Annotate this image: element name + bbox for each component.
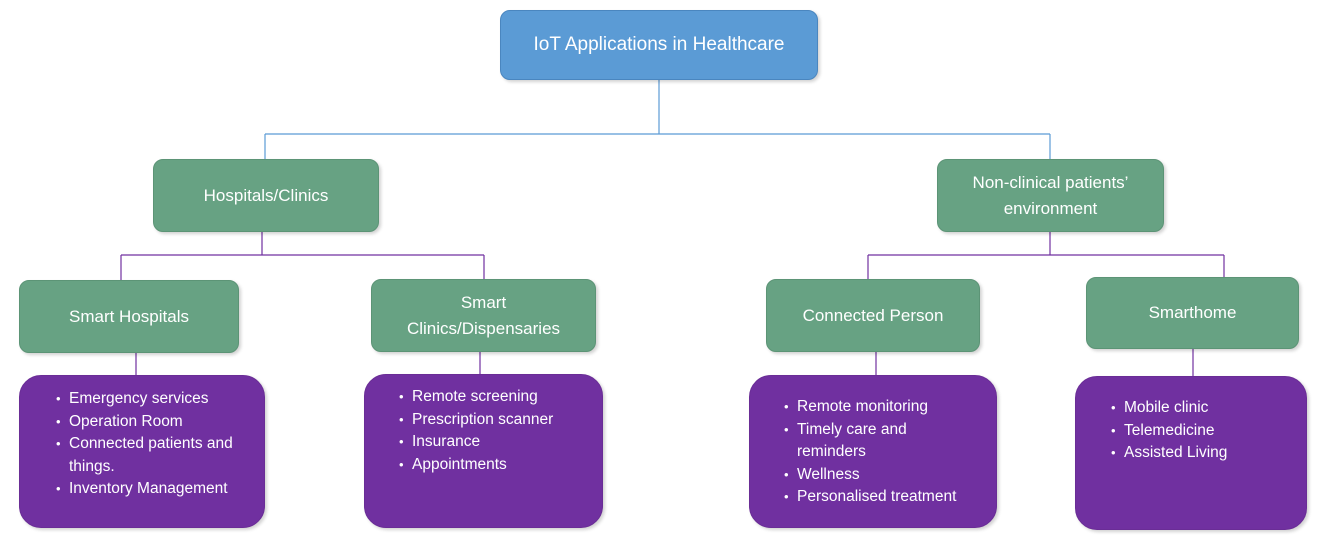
subcategory-node-smart-clinics: Smart Clinics/Dispensaries — [371, 279, 596, 352]
subcategory-label: Smart Hospitals — [69, 306, 189, 326]
list-item: Inventory Management — [56, 478, 254, 501]
root-node: IoT Applications in Healthcare — [500, 10, 818, 80]
category-node-hospitals-clinics: Hospitals/Clinics — [153, 159, 379, 232]
category-label: Hospitals/Clinics — [203, 185, 329, 205]
list-item: Remote screening — [399, 386, 592, 409]
list-item: Remote monitoring — [784, 396, 988, 419]
category-node-nonclinical-environment: Non-clinical patients’ environment — [937, 159, 1164, 232]
list-item: Assisted Living — [1111, 442, 1296, 465]
list-item: Wellness — [784, 464, 988, 487]
list-item: Personalised treatment — [784, 486, 988, 509]
subcategory-label: Smart Clinics/Dispensaries — [406, 292, 561, 338]
category-label: Non-clinical patients’ environment — [972, 172, 1129, 218]
list-item: Emergency services — [56, 388, 254, 411]
list-item: Connected patients and things. — [56, 433, 254, 478]
subcategory-node-smart-hospitals: Smart Hospitals — [19, 280, 239, 353]
list-item: Prescription scanner — [399, 409, 592, 432]
subcategory-node-smarthome: Smarthome — [1086, 277, 1299, 349]
item-list: Remote screening Prescription scanner In… — [399, 386, 592, 476]
leaf-box-smarthome: Mobile clinic Telemedicine Assisted Livi… — [1075, 376, 1307, 530]
leaf-box-connected-person: Remote monitoring Timely care and remind… — [749, 375, 997, 528]
root-label: IoT Applications in Healthcare — [533, 34, 785, 55]
list-item: Operation Room — [56, 411, 254, 434]
item-list: Mobile clinic Telemedicine Assisted Livi… — [1111, 397, 1296, 465]
item-list: Emergency services Operation Room Connec… — [56, 388, 254, 501]
leaf-box-smart-clinics: Remote screening Prescription scanner In… — [364, 374, 603, 528]
subcategory-label: Connected Person — [802, 305, 944, 325]
list-item: Timely care and reminders — [784, 419, 988, 464]
list-item: Telemedicine — [1111, 420, 1296, 443]
subcategory-label: Smarthome — [1148, 303, 1237, 322]
subcategory-node-connected-person: Connected Person — [766, 279, 980, 352]
list-item: Appointments — [399, 454, 592, 477]
list-item: Mobile clinic — [1111, 397, 1296, 420]
item-list: Remote monitoring Timely care and remind… — [784, 396, 988, 509]
list-item: Insurance — [399, 431, 592, 454]
leaf-box-smart-hospitals: Emergency services Operation Room Connec… — [19, 375, 265, 528]
